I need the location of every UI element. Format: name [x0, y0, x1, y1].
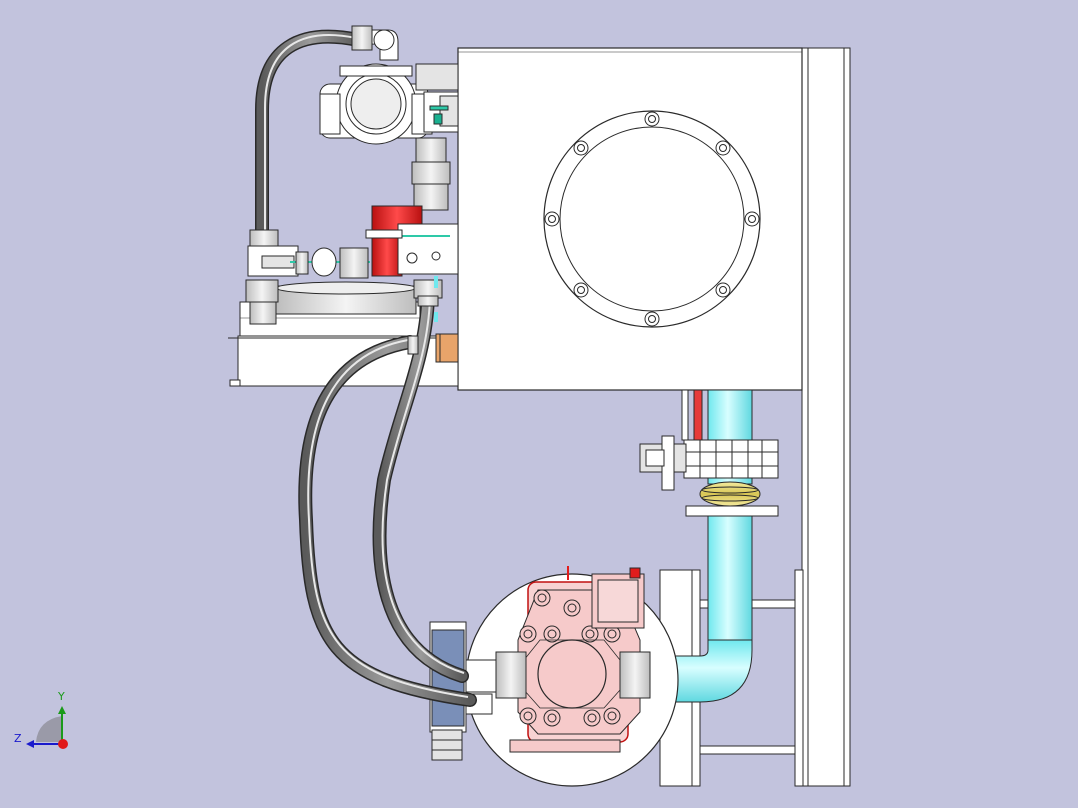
expansion-joint [685, 477, 779, 517]
ball-valve [639, 435, 779, 491]
y-axis-label: Y [57, 690, 65, 703]
cable-gland [429, 621, 467, 761]
stem-fittings [411, 137, 451, 211]
main-tank [457, 47, 803, 391]
solenoid-valve [365, 205, 459, 277]
pressure-sensor [319, 29, 459, 145]
cyan-droplines [434, 276, 438, 322]
manifold-line [247, 245, 370, 279]
flange-bolts [544, 111, 760, 327]
pump-head [509, 566, 645, 753]
z-axis-label: Z [14, 732, 22, 745]
filter-fittings [245, 279, 279, 325]
copper-fitting [435, 333, 459, 363]
pump-ports [461, 651, 651, 715]
axis-triad: Y Z [14, 690, 68, 749]
hose-lines [255, 29, 477, 707]
supply-pipes [681, 389, 753, 443]
